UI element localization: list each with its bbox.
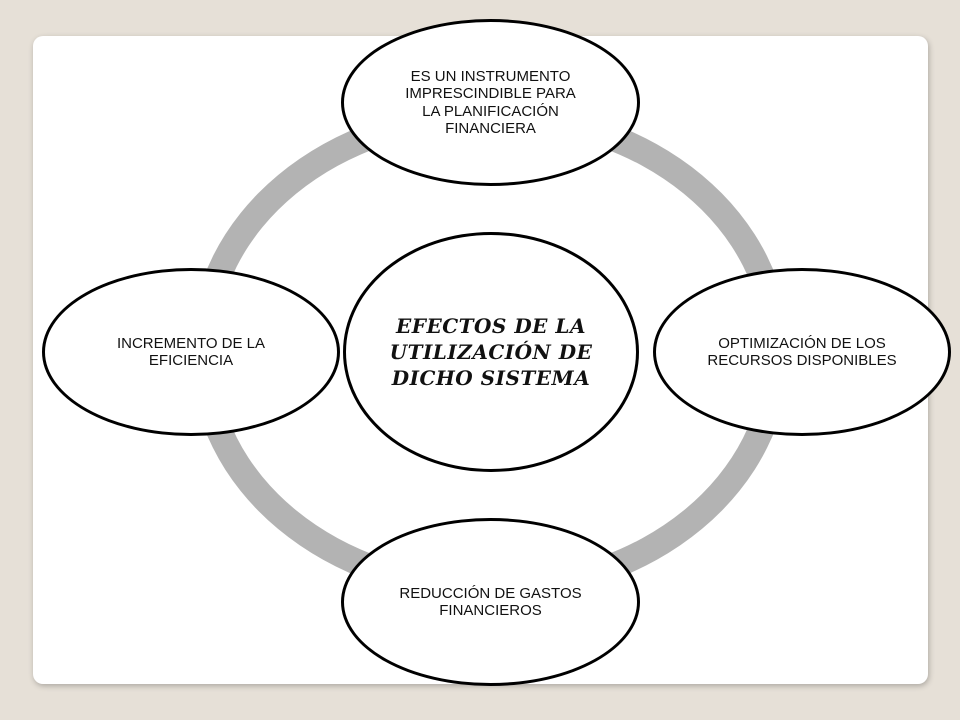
node-top-label: ES UN INSTRUMENTO IMPRESCINDIBLE PARA LA…	[405, 68, 576, 137]
node-right-resources: OPTIMIZACIÓN DE LOS RECURSOS DISPONIBLES	[653, 268, 951, 436]
center-node: Efectos de la utilización de dicho siste…	[343, 232, 639, 472]
node-top-planning: ES UN INSTRUMENTO IMPRESCINDIBLE PARA LA…	[341, 19, 640, 186]
node-bottom-label: REDUCCIÓN DE GASTOS FINANCIEROS	[399, 584, 582, 619]
node-bottom-costs: REDUCCIÓN DE GASTOS FINANCIEROS	[341, 518, 640, 686]
center-label: Efectos de la utilización de dicho siste…	[389, 314, 593, 390]
node-left-efficiency: INCREMENTO DE LA EFICIENCIA	[42, 268, 340, 436]
node-left-label: INCREMENTO DE LA EFICIENCIA	[116, 334, 266, 369]
node-right-label: OPTIMIZACIÓN DE LOS RECURSOS DISPONIBLES	[707, 334, 897, 369]
